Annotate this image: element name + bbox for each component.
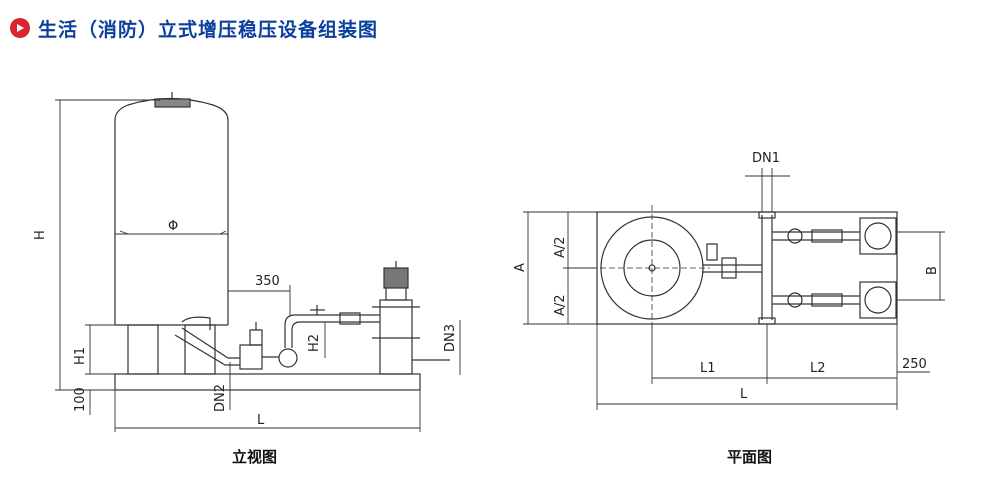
dim-H1-label: H1 [73, 347, 88, 365]
pipeline [174, 305, 380, 370]
dim-L1-label: L1 [700, 361, 716, 376]
dim-DN3-label: DN3 [443, 324, 458, 352]
dim-phi-label: Φ [168, 219, 178, 234]
front-view-caption: 立视图 [232, 448, 278, 466]
dim-H-label: H [33, 230, 48, 240]
dim-A2-top-label: A/2 [553, 236, 568, 258]
dim-250-label: 250 [902, 357, 927, 372]
dim-A-label: A [513, 263, 528, 272]
plan-view-labels: DN1 A A/2 A/2 B L1 L2 250 L [513, 151, 940, 402]
play-arrow-icon [10, 18, 30, 38]
dim-DN1-label: DN1 [752, 151, 780, 166]
plan-view [596, 205, 898, 331]
front-view [114, 92, 450, 391]
dim-H2-label: H2 [307, 334, 322, 352]
dim-350-label: 350 [255, 274, 280, 289]
pump-unit [372, 261, 450, 375]
front-view-dimensions [55, 99, 461, 432]
dim-100-label: 100 [73, 387, 88, 412]
plan-view-dimensions [523, 168, 945, 410]
plan-view-caption: 平面图 [727, 448, 773, 466]
page-title: 生活（消防）立式增压稳压设备组装图 [38, 18, 379, 41]
pump-top [859, 217, 897, 255]
dim-L-label: L [257, 413, 265, 428]
dim-B-label: B [925, 266, 940, 275]
dim-A2-bottom-label: A/2 [553, 294, 568, 316]
dim-L-plan-label: L [740, 387, 748, 402]
front-view-labels: H Φ 350 H1 H2 DN2 DN3 100 L [33, 219, 458, 428]
page-header: 生活（消防）立式增压稳压设备组装图 [10, 14, 378, 42]
base-plate [114, 373, 421, 391]
pressure-tank [114, 92, 229, 375]
dim-DN2-label: DN2 [213, 384, 228, 412]
dim-L2-label: L2 [810, 361, 826, 376]
